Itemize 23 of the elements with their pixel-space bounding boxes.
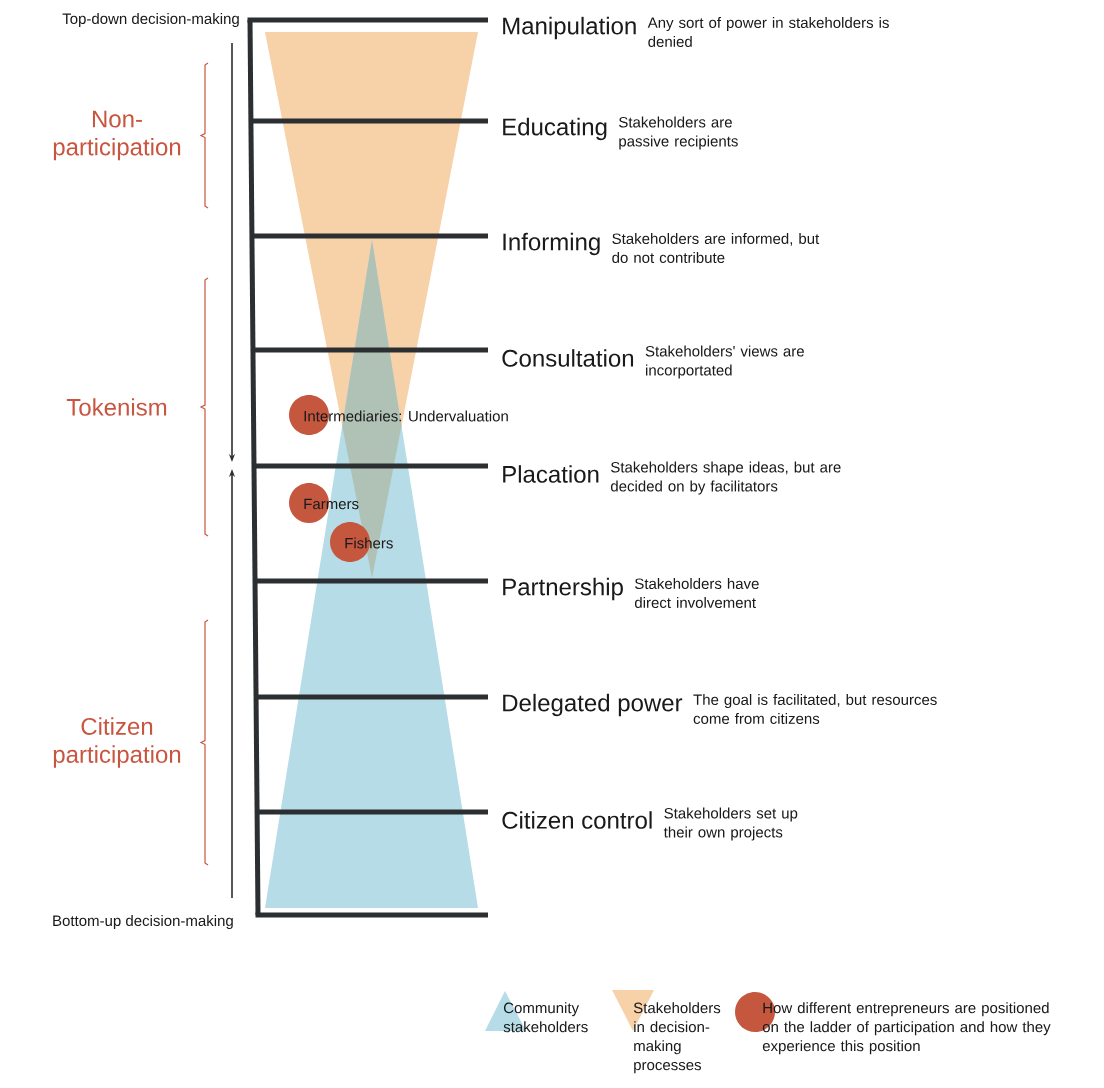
legend-text: Community stakeholders bbox=[503, 1002, 588, 1033]
rung-description: Any sort of power in stakeholders is denied bbox=[647, 17, 889, 47]
legend-text: Stakeholders in decision-making processes bbox=[633, 1002, 721, 1074]
axis-label: Top-down decision-making bbox=[62, 13, 239, 27]
axis-label: Bottom-up decision-making bbox=[53, 915, 233, 929]
rung-description: Stakeholders shape ideas, but are decided on by facilitators bbox=[610, 461, 841, 495]
stage-label: Tokenism bbox=[66, 398, 167, 416]
rung-description: Stakeholders have direct involvement bbox=[634, 578, 759, 608]
rung-description: Stakeholders are passive recipients bbox=[619, 116, 738, 150]
rung-description: Stakeholders set up their own projects bbox=[663, 807, 798, 841]
rung-description: Stakeholders are informed, but do not contribute bbox=[612, 233, 820, 263]
rung-name: Educating bbox=[503, 117, 607, 141]
rung-name: Informing bbox=[503, 232, 600, 256]
stage-label: Citizen participation bbox=[53, 717, 181, 768]
rung-description: Stakeholders' views are incorportated bbox=[645, 345, 804, 379]
rung-name: Citizen control bbox=[502, 811, 652, 829]
rung-name: Manipulation bbox=[503, 16, 636, 40]
rung-name: Placation bbox=[503, 465, 599, 483]
rung-name: Partnership bbox=[503, 577, 623, 601]
rung-name: Consultation bbox=[502, 349, 634, 367]
rung-name: Delegated power bbox=[503, 693, 683, 717]
rung-description: The goal is facilitated, but resources come from citizens bbox=[693, 694, 937, 724]
stage-label: Non-participation bbox=[53, 110, 181, 161]
